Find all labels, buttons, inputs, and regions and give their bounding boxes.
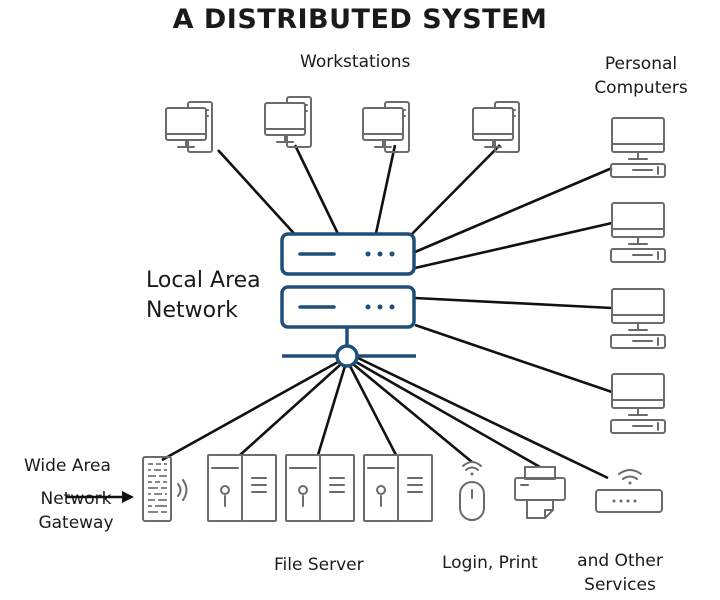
other-services-label: and Other Services <box>572 549 668 597</box>
personal-computers-label-line2: Computers <box>594 78 688 98</box>
router-icon <box>595 469 663 513</box>
workstation-icon <box>472 101 520 153</box>
link-workstation-4 <box>409 144 501 237</box>
network-gateway-label-line2: Gateway <box>38 513 114 533</box>
gateway-icon <box>142 456 188 522</box>
personal-computers-label-line1: Personal <box>604 54 678 74</box>
workstation-icon <box>264 96 312 148</box>
link-login <box>352 362 473 464</box>
workstation-icon <box>165 101 213 153</box>
lan-server-icon <box>280 232 416 368</box>
personal-computer-icon <box>610 373 666 434</box>
link-pc-2 <box>414 221 613 270</box>
diagram-title: A DISTRIBUTED SYSTEM <box>172 4 548 35</box>
link-pc-3 <box>414 296 613 310</box>
lan-label-line2: Network <box>146 298 238 323</box>
arrow-right-icon <box>66 491 134 503</box>
link-print <box>355 360 541 469</box>
connections <box>161 144 613 480</box>
workstation-icon <box>362 101 410 153</box>
personal-computer-icon <box>610 288 666 349</box>
lan-label-line1: Local Area <box>146 268 261 293</box>
file-server-icon <box>207 454 277 522</box>
workstations-label: Workstations <box>300 52 411 72</box>
link-workstation-2 <box>293 144 342 239</box>
file-server-icon <box>285 454 355 522</box>
other-services-label-line2: Services <box>584 575 656 595</box>
link-pc-4 <box>414 323 613 394</box>
link-gateway <box>161 360 339 462</box>
link-pc-1 <box>414 166 613 254</box>
wide-area-label: Wide Area <box>24 456 111 476</box>
file-server-icon <box>363 454 433 522</box>
network-gateway-label-line1: Network <box>40 489 112 509</box>
link-file-server-3 <box>348 365 398 456</box>
link-workstation-1 <box>217 149 301 241</box>
personal-computers-label: Personal Computers <box>578 52 704 100</box>
link-other-services <box>357 356 609 480</box>
other-services-label-line1: and Other <box>577 551 663 571</box>
local-area-network-label: Local Area Network <box>146 266 261 326</box>
mouse-icon <box>459 461 485 521</box>
link-file-server-2 <box>316 365 347 456</box>
personal-computer-icon <box>610 117 666 178</box>
link-workstation-3 <box>373 144 397 239</box>
personal-computer-icon <box>610 202 666 263</box>
login-print-label: Login, Print <box>442 553 538 573</box>
network-gateway-label: Network Gateway <box>22 487 130 535</box>
link-file-server-1 <box>239 364 341 456</box>
printer-icon <box>514 466 566 519</box>
file-server-label: File Server <box>274 555 364 575</box>
